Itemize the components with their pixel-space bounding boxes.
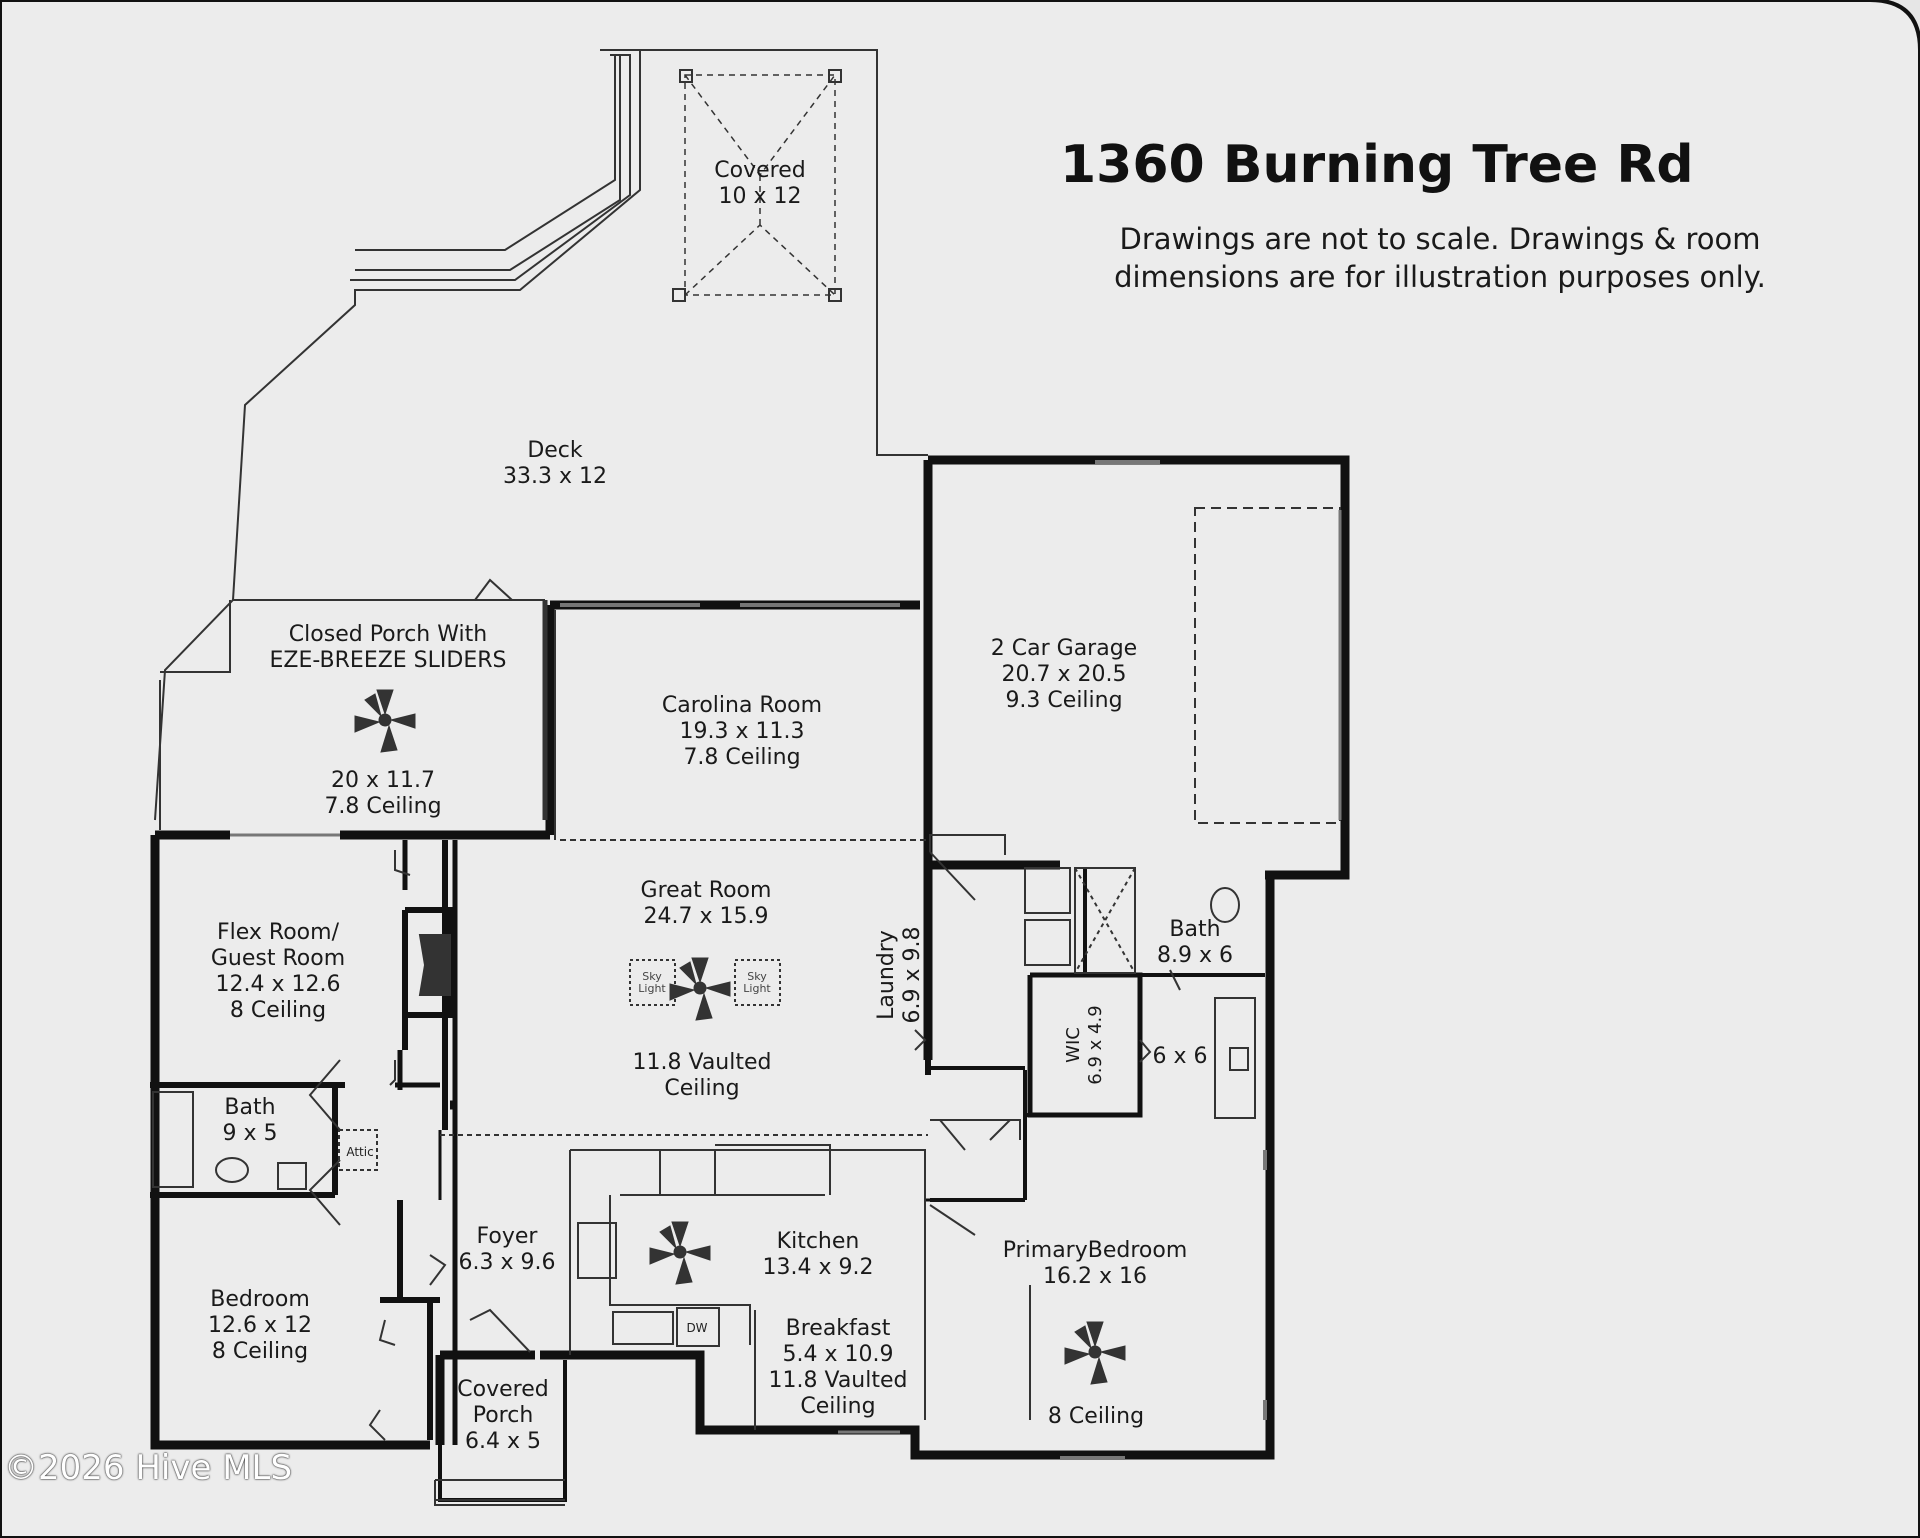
copyright-watermark: ©2026 Hive MLS: [4, 1448, 293, 1488]
disclaimer-line-1: Drawings are not to scale. Drawings & ro…: [1119, 222, 1761, 256]
attic-label: Attic: [346, 1145, 374, 1159]
disclaimer-line-2: dimensions are for illustration purposes…: [1114, 260, 1766, 294]
property-address-title: 1360 Burning Tree Rd: [1060, 135, 1694, 195]
scale-disclaimer: Drawings are not to scale. Drawings & ro…: [1040, 220, 1840, 296]
room-label-bath-closet: 6 x 6: [1152, 1044, 1208, 1069]
dishwasher-label: DW: [686, 1321, 708, 1335]
room-label-primary-bedroom-ceiling: 8 Ceiling: [1047, 1404, 1145, 1429]
